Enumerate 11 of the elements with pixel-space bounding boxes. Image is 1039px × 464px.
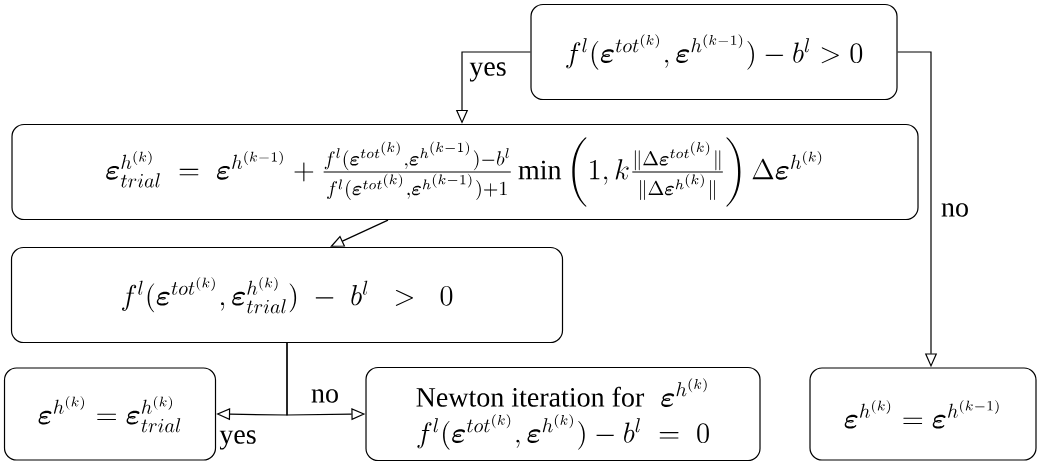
process-box: $\boldsymbol{\varepsilon}^{h^{(k)}}_{trial}\;=\;\boldsymbol{\varepsilon}^{h^{(k-1)}}+\frac{f^l(\boldsymbol{\varepsilon}^{tot^{(k)}},\boldsymbol{\varepsilon}^{h^{(k-1)}})-b^l}{f^l(\boldsymbol{\varepsilon}^{tot^{(k)}},\boldsymbol{\varepsilon}^{h^{(k-1)}})+1}\min\left(1,k\frac{\|\Delta\boldsymbol{\varepsilon}^{tot^{(k)}}\|}{\|\Delta\boldsymbol{\varepsilon}^{h^{(k)}}\|}\right)\Delta\boldsymbol{\varepsilon}^{h^{(k)}}$ <box>11 123 919 221</box>
process-box: $f^l(\boldsymbol{\varepsilon}^{tot^{(k)}},\boldsymbol{\varepsilon}^{h^{(k)}}_{trial})\;-\;b^l\;\;>\;\;0$ <box>10 246 564 344</box>
process-box: $f^l(\boldsymbol{\varepsilon}^{tot^{(k)}},\boldsymbol{\varepsilon}^{h^{(k-1)}})-b^l>0$ <box>530 3 898 101</box>
arrow <box>330 219 389 247</box>
edge-label: no <box>939 201 971 219</box>
process-box: $\boldsymbol{\varepsilon}^{h^{(k)}}=\boldsymbol{\varepsilon}^{h^{(k)}}_{trial}$ <box>3 367 217 461</box>
process-box: $\text{Newton iteration for}\;\;\boldsymbol{\varepsilon}^{h^{(k)}}$ $f^l(\boldsymbol{\varepsilon}^{tot^{(k)}},\boldsymbol{\varepsilon}^{h^{(k)}})-b^l\;=\;0$ <box>365 366 761 462</box>
edge-label: yes <box>217 428 259 452</box>
edge-label: no <box>309 387 341 405</box>
process-box: $\boldsymbol{\varepsilon}^{h^{(k)}}=\boldsymbol{\varepsilon}^{h^{(k-1)}}$ <box>809 367 1037 461</box>
edge-label: yes <box>467 60 509 84</box>
